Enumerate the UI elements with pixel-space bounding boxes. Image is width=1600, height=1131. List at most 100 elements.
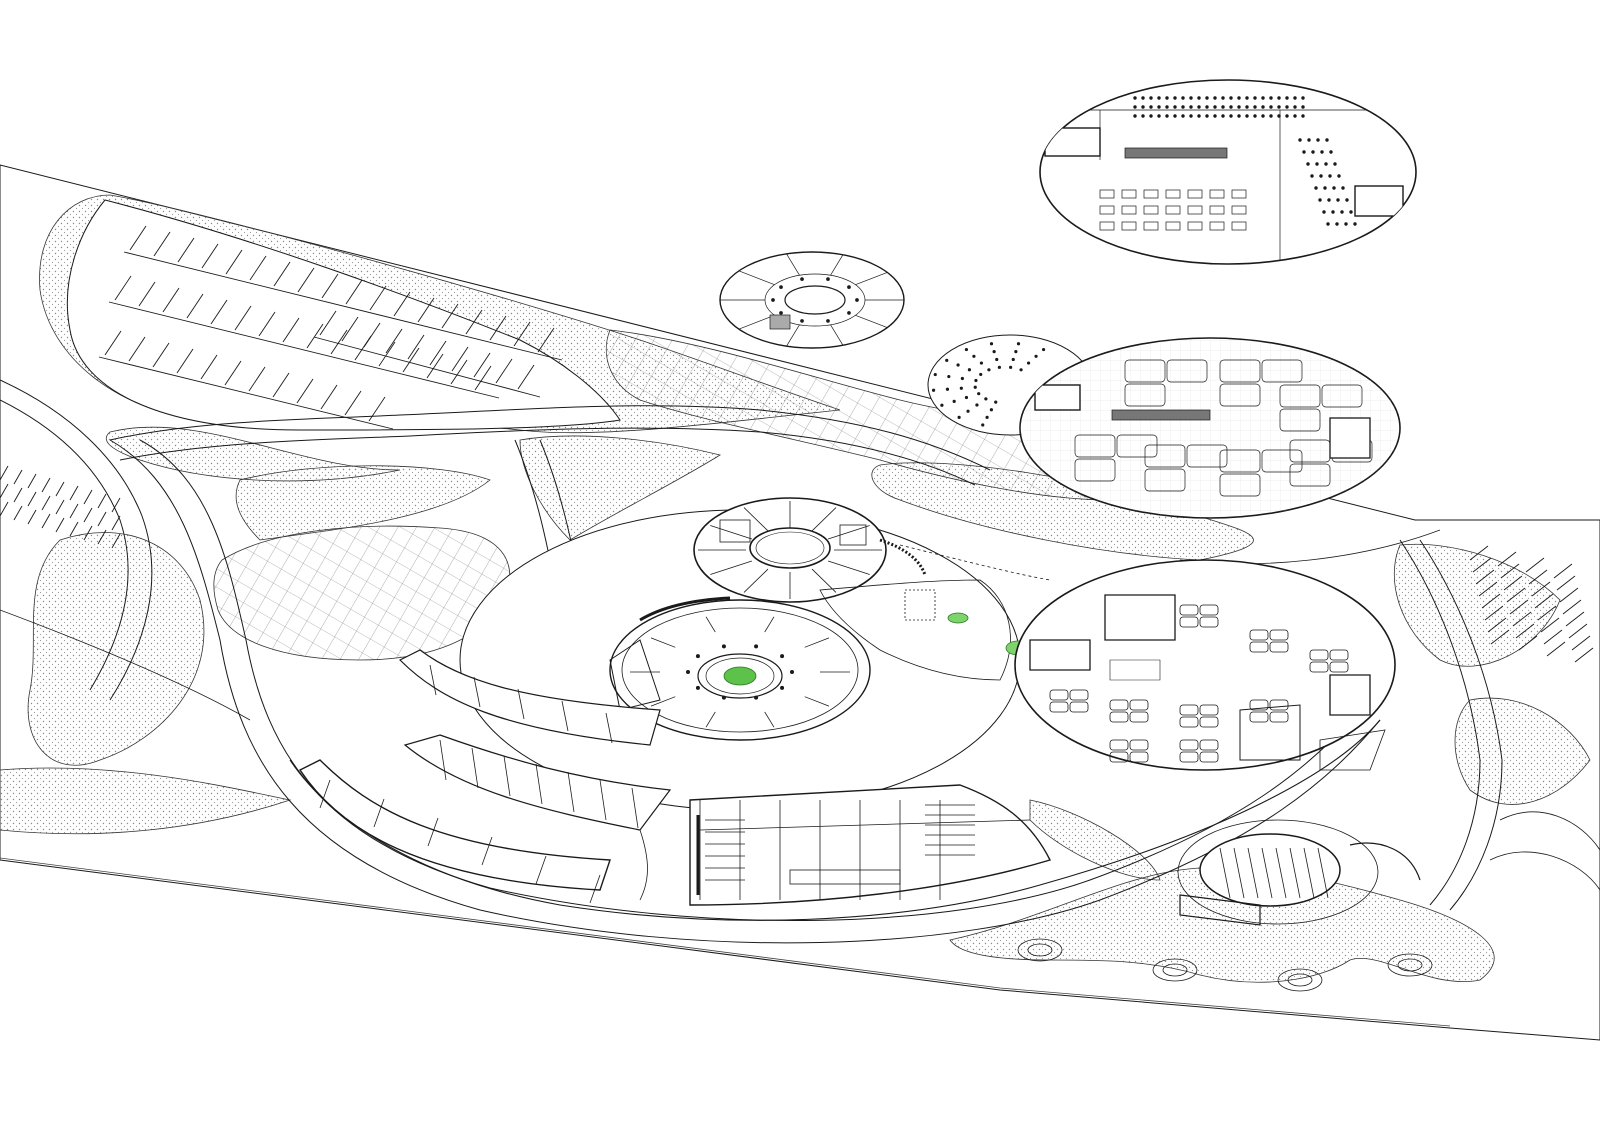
exhibit-bay (1109, 711, 1129, 723)
seat-dot (1026, 361, 1031, 365)
seat-dot (1333, 162, 1337, 166)
southeast-small-rotunda (1177, 819, 1421, 926)
seat-dot (1157, 96, 1161, 100)
seat-dot (1261, 114, 1265, 118)
parking-stall-line (225, 249, 243, 275)
parking-stall-line (1506, 587, 1526, 603)
callout-bay (1186, 444, 1228, 468)
hall-column (695, 685, 700, 690)
seat-dot (956, 363, 960, 367)
rotunda-room (719, 519, 751, 543)
callout-bay (1074, 434, 1116, 458)
parking-stall-line (1571, 635, 1591, 651)
upper-floor-plan-medium (927, 334, 1401, 519)
callout-column (855, 298, 859, 302)
parking-stall-line (1518, 635, 1538, 651)
table (1187, 205, 1203, 215)
seat-dot (1326, 222, 1330, 226)
parking-stall-line (513, 321, 531, 347)
parking-stall-line (111, 497, 121, 513)
seat-dot (1149, 105, 1153, 109)
seat-dot (1213, 96, 1217, 100)
exhibit-bay (1329, 649, 1349, 661)
seat-dot (1323, 186, 1327, 190)
seat-dot (1307, 138, 1311, 142)
callout-room-wall (738, 314, 775, 330)
room-partition (535, 763, 543, 805)
exhibit-bay (1249, 711, 1269, 723)
seat-dot (1277, 96, 1281, 100)
parking-stall-line (1487, 617, 1507, 633)
parking-stall-line (1469, 545, 1489, 561)
seat-dot (984, 397, 988, 401)
seat-dot (1229, 114, 1233, 118)
seat-dot (1165, 105, 1169, 109)
seat-dot (1332, 186, 1336, 190)
room-partition (561, 700, 569, 732)
parking-stall-line (41, 513, 51, 529)
callout-room-wall (785, 252, 800, 276)
parking-stall-line (319, 310, 337, 336)
parking-aisle-line (313, 336, 541, 398)
seat-dot (1302, 150, 1306, 154)
seat-dot (994, 400, 998, 404)
callout-column (771, 298, 775, 302)
room-partition (599, 779, 607, 821)
seat-dot (1237, 105, 1241, 109)
exhibit-bay (1199, 604, 1219, 616)
seat-dot (1301, 105, 1305, 109)
seat-dot (1149, 114, 1153, 118)
seat-dot (981, 423, 985, 427)
hall-bay-wall (764, 711, 775, 728)
seat-dot (1293, 105, 1297, 109)
seat-dot (1205, 105, 1209, 109)
parking-stall-line (69, 503, 79, 519)
corridor-line (699, 819, 1031, 831)
parking-stall-line (152, 342, 170, 368)
seat-dot (1337, 174, 1341, 178)
hall-column (721, 695, 726, 700)
room-partition (503, 755, 511, 797)
parking-stall-line (153, 231, 171, 257)
room-partition (481, 836, 493, 866)
callout-column (826, 277, 830, 281)
parking-stall-line (0, 465, 9, 481)
parking-stall-line (344, 390, 362, 416)
exhibit-bay (1129, 751, 1149, 763)
room-partition (319, 779, 331, 809)
seat-dot (1245, 114, 1249, 118)
seat-dot (1141, 105, 1145, 109)
exhibit-bay (1309, 649, 1329, 661)
seat-dot (979, 372, 983, 377)
rotunda-room-wall (710, 525, 753, 540)
table (1143, 221, 1159, 231)
parking-stall-line (1562, 599, 1582, 615)
hall-bay-wall (764, 616, 775, 633)
seat-dot (1133, 105, 1137, 109)
callout-room-wall (855, 270, 892, 286)
parking-stall-line (1478, 581, 1498, 597)
seat-dot (1319, 174, 1323, 178)
parking-stall-line (41, 495, 51, 511)
callout-bay (1219, 449, 1261, 473)
parking-stall-line (341, 316, 359, 342)
hall-column (780, 654, 785, 659)
parking-stall-line (1490, 629, 1510, 645)
seat-dot (1229, 105, 1233, 109)
parking-stall-line (97, 493, 107, 509)
parking-stall-line (441, 303, 459, 329)
parking-aisle-line (108, 301, 500, 399)
parking-stall-line (1481, 593, 1501, 609)
seat-dot (964, 395, 969, 400)
parking-stall-line (282, 317, 300, 343)
exhibit-bay (1309, 661, 1329, 673)
parking-stall-line (330, 329, 348, 355)
hall-column (695, 654, 700, 659)
hall-bay-wall (804, 637, 830, 648)
exhibit-bay (1179, 604, 1199, 616)
seat-dot (1173, 114, 1177, 118)
parking-aisle-line (123, 251, 563, 361)
seat-dot (1009, 365, 1013, 369)
parking-stall-line (69, 521, 79, 537)
parking-stall-line (369, 285, 387, 311)
